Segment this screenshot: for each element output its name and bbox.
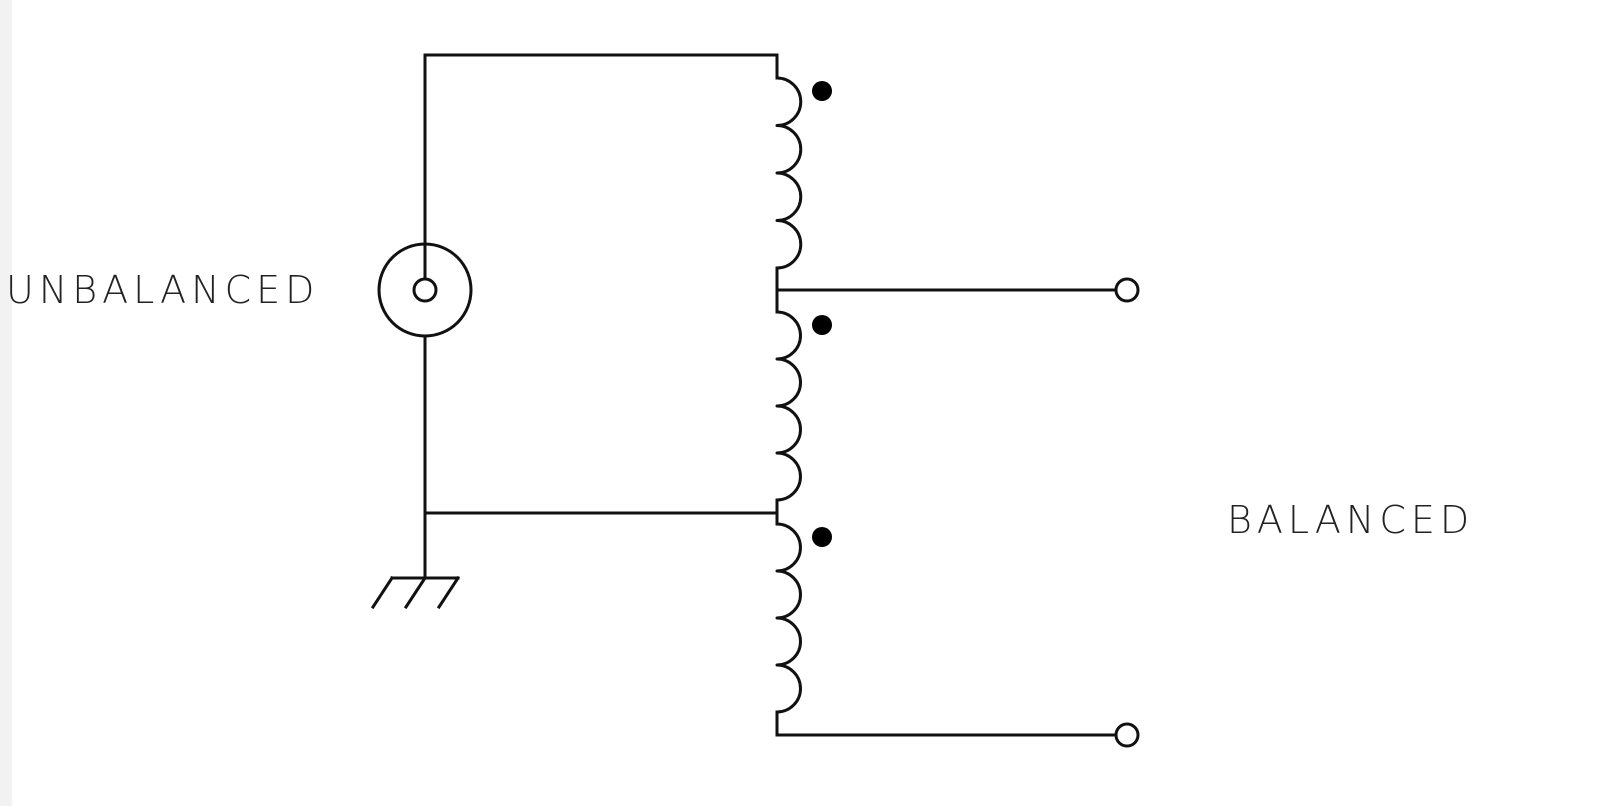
unbalanced-label: UNBALANCED (6, 268, 319, 312)
polarity-dot-3 (812, 527, 832, 547)
balanced-label: BALANCED (1227, 498, 1474, 542)
polarity-dot-2 (812, 315, 832, 335)
winding-1 (775, 76, 803, 270)
balanced-terminal-lower[interactable] (1114, 722, 1140, 748)
balanced-terminal-upper[interactable] (1114, 277, 1140, 303)
winding-2 (775, 310, 802, 502)
ground-icon (370, 575, 461, 610)
transformer-windings (775, 76, 803, 714)
polarity-dot-1 (812, 81, 832, 101)
left-edge-shade (0, 0, 12, 806)
winding-3 (775, 522, 802, 714)
